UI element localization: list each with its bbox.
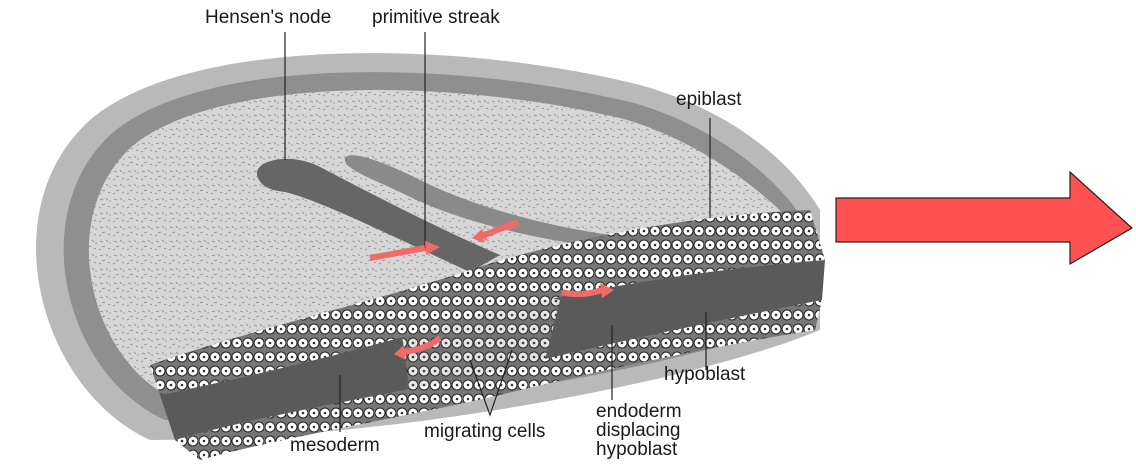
label-epiblast: epiblast <box>676 90 742 110</box>
label-endoderm-line-1: endoderm <box>596 402 682 421</box>
label-endoderm-line-3: hypoblast <box>596 440 682 459</box>
label-endoderm-displacing-hypoblast: endoderm displacing hypoblast <box>596 402 682 459</box>
right-arrow-icon <box>836 172 1132 264</box>
label-endoderm-line-2: displacing <box>596 421 682 440</box>
label-hensens-node: Hensen's node <box>205 8 331 28</box>
label-primitive-streak: primitive streak <box>372 8 500 28</box>
label-hypoblast: hypoblast <box>664 365 745 385</box>
label-mesoderm: mesoderm <box>290 436 380 456</box>
label-migrating-cells: migrating cells <box>424 422 545 442</box>
